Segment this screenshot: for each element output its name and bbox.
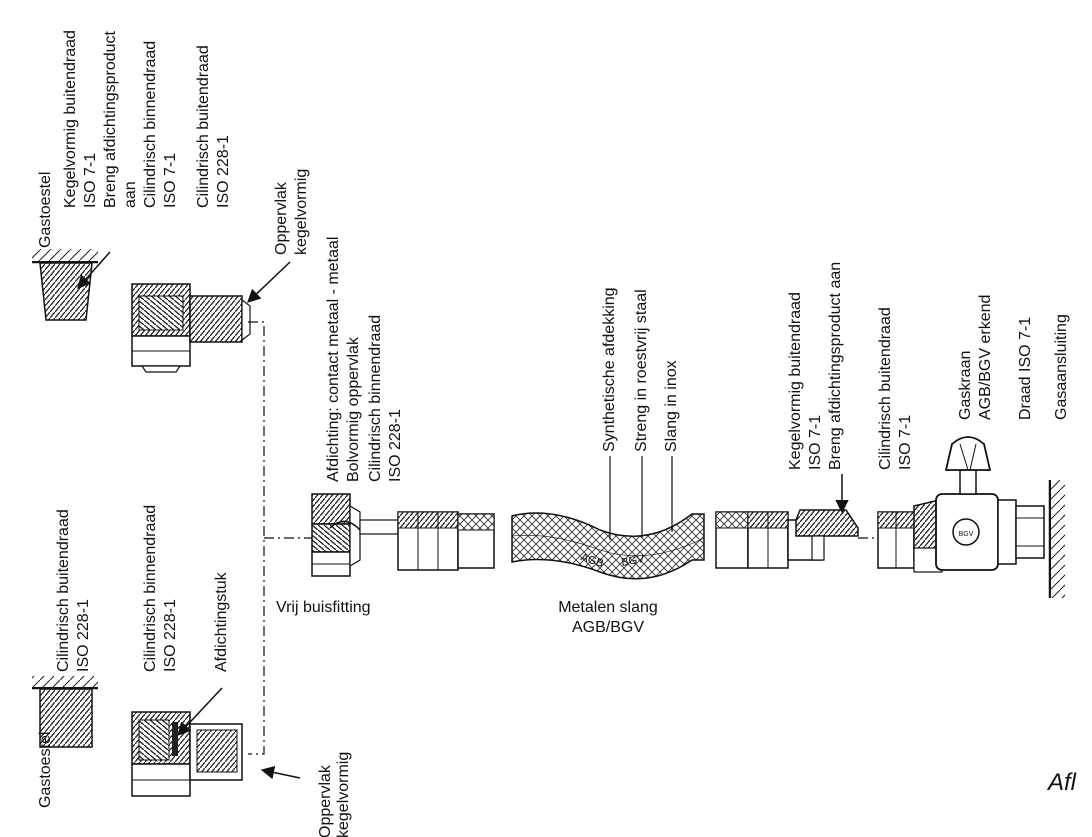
bottom-seal-arrow — [177, 687, 223, 736]
bottom-cone-arrow — [260, 765, 301, 780]
bottom-cone-line-1: Oppervlak — [317, 764, 334, 837]
connection-guides — [248, 321, 878, 755]
hose-layer-2: Streng in roestvrij staal — [633, 289, 650, 452]
end-valve-thread: Draad ISO 7-1 — [1017, 317, 1034, 420]
hose-stamp-2: BGV — [620, 553, 646, 569]
valve-badge — [952, 518, 980, 546]
bottom-cone-line-2: kegelvormig — [335, 752, 352, 837]
bottom-female-cyl-line-2: ISO 228-1 — [162, 599, 179, 672]
end-taper-line-1: Kegelvormig buitendraad — [787, 292, 804, 470]
top-cone-line-2: kegelvormig — [293, 169, 310, 255]
hose-layer-3: Slang in inox — [663, 360, 680, 452]
bottom-male-cyl-line-2: ISO 228-1 — [75, 599, 92, 672]
bottom-assembly — [32, 676, 301, 797]
gas-valve: BGV — [877, 436, 1045, 573]
top-appliance-label: Gastoestel — [37, 172, 54, 248]
top-assembly — [32, 249, 291, 373]
top-male-cyl-line-2: ISO 228-1 — [215, 135, 232, 208]
top-female-cyl-line-1: Cilindrisch binnendraad — [142, 41, 159, 208]
end-taper-line-2: ISO 7-1 — [807, 415, 824, 470]
end-male-cyl-line-1: Cilindrisch buitendraad — [877, 307, 894, 470]
fitting-seal-line-1: Afdichting: contact metaal - metaal — [325, 237, 342, 482]
fitting-thread-line-2: ISO 228-1 — [387, 409, 404, 482]
top-tapered-male-thread — [39, 262, 93, 321]
end-male-cyl-line-2: ISO 7-1 — [897, 415, 914, 470]
bottom-seal-label: Afdichtingstuk — [213, 571, 230, 672]
valve-handle — [944, 436, 992, 471]
bottom-adapter — [131, 711, 243, 797]
hose-caption-line-1: Metalen slang — [558, 599, 658, 616]
bottom-male-cyl-line-1: Cilindrisch buitendraad — [55, 509, 72, 672]
valve-badge-label: BGV — [959, 531, 974, 538]
top-taper-line-4: aan — [122, 181, 139, 208]
end-gas-connection: Gasaansluiting — [1053, 314, 1070, 420]
bottom-appliance-label: Gastoestel — [37, 732, 54, 808]
top-taper-line-3: Breng afdichtingsproduct — [102, 30, 119, 208]
end-taper-line-3: Breng afdichtingsproduct aan — [827, 262, 844, 470]
hose-layer-pointers — [609, 456, 673, 540]
figure-label: Afl — [1046, 769, 1077, 796]
top-male-cyl-line-1: Cilindrisch buitendraad — [195, 45, 212, 208]
top-adapter — [131, 283, 251, 373]
hose-layer-1: Synthetische afdekking — [601, 287, 618, 452]
top-taper-line-2: ISO 7-1 — [82, 153, 99, 208]
top-appliance-wall — [32, 249, 98, 264]
end-valve-line-1: Gaskraan — [957, 351, 974, 420]
bottom-cylindrical-male-thread — [39, 688, 93, 748]
top-taper-arrow — [77, 251, 111, 290]
fitting-thread-line-1: Cilindrisch binnendraad — [367, 315, 384, 482]
bottom-appliance-wall — [32, 676, 98, 690]
hose-caption-line-2: AGB/BGV — [572, 619, 644, 636]
loose-fitting — [311, 493, 495, 577]
end-valve-line-2: AGB/BGV erkend — [977, 295, 994, 420]
top-female-cyl-line-2: ISO 7-1 — [162, 153, 179, 208]
metal-hose: AGB BGV — [511, 509, 859, 580]
top-cone-line-1: Oppervlak — [273, 181, 290, 255]
fitting-caption: Vrij buisfitting — [276, 599, 371, 616]
top-taper-line-1: Kegelvormig buitendraad — [62, 30, 79, 208]
top-cone-arrow — [247, 261, 291, 303]
fitting-seal-line-2: Bolvormig oppervlak — [345, 336, 362, 482]
bottom-female-cyl-line-1: Cilindrisch binnendraad — [142, 505, 159, 672]
gas-supply-wall — [1048, 480, 1065, 598]
